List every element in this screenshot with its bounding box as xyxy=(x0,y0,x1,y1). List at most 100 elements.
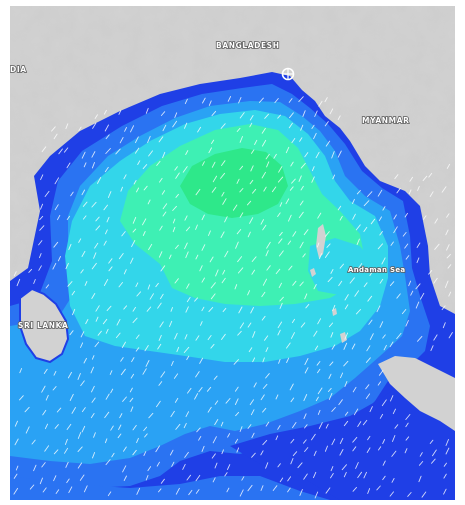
swell-arrow xyxy=(130,125,135,133)
swell-arrow xyxy=(211,187,217,193)
swell-arrow xyxy=(103,279,109,286)
swell-arrow xyxy=(38,240,43,246)
swell-arrow xyxy=(369,333,374,340)
swell-arrow xyxy=(271,186,277,193)
swell-arrow xyxy=(145,475,149,481)
swell-arrow xyxy=(221,191,225,197)
swell-arrow xyxy=(287,476,292,482)
swell-arrow xyxy=(210,282,216,289)
swell-arrow xyxy=(175,487,180,495)
swell-arrow xyxy=(147,199,151,205)
swell-arrow xyxy=(168,254,172,260)
swell-arrow xyxy=(221,449,224,455)
swell-arrow xyxy=(222,198,227,205)
swell-arrow xyxy=(42,409,47,416)
swell-arrow xyxy=(110,425,114,431)
swell-arrow xyxy=(109,370,113,375)
swell-arrow xyxy=(136,487,141,495)
swell-arrow xyxy=(237,330,242,336)
swell-map[interactable]: DIA BANGLADESH MYANMAR Andaman Sea SRI L… xyxy=(10,6,455,500)
swell-arrow xyxy=(169,320,173,327)
swell-arrow xyxy=(33,464,37,472)
swell-arrow xyxy=(264,335,269,341)
swell-arrow xyxy=(94,242,99,249)
swell-arrow xyxy=(174,332,178,340)
swell-arrow xyxy=(405,414,411,420)
swell-arrow xyxy=(130,257,134,264)
swell-arrow xyxy=(208,100,212,106)
swell-arrow xyxy=(274,98,279,104)
swell-arrow xyxy=(169,449,174,456)
swell-arrow xyxy=(362,419,368,426)
swell-arrow xyxy=(353,408,359,416)
swell-arrow xyxy=(249,115,254,121)
swell-arrow xyxy=(41,146,47,153)
swell-arrow xyxy=(159,225,163,231)
swell-arrow xyxy=(252,188,257,194)
swell-arrow xyxy=(78,126,82,131)
swell-arrow xyxy=(394,424,399,429)
swell-arrow xyxy=(445,439,449,446)
swell-arrow xyxy=(239,112,245,119)
swell-arrow xyxy=(40,203,44,210)
swell-arrow xyxy=(195,489,200,494)
swell-arrow xyxy=(155,282,159,288)
swell-arrow xyxy=(212,477,216,483)
swell-arrow xyxy=(275,435,279,441)
swell-arrow xyxy=(278,166,283,173)
swell-arrow xyxy=(19,368,23,374)
swell-arrow xyxy=(304,293,308,300)
swell-arrow xyxy=(344,294,349,301)
swell-arrow xyxy=(160,265,166,272)
swell-arrow xyxy=(382,475,386,481)
swell-arrow xyxy=(390,395,394,402)
swell-arrow xyxy=(136,437,139,444)
swell-arrow xyxy=(52,262,57,270)
swell-arrow xyxy=(170,410,175,418)
swell-arrow xyxy=(338,399,343,406)
swell-arrow xyxy=(105,459,111,466)
swell-arrow xyxy=(313,330,318,337)
swell-arrow xyxy=(261,315,266,321)
swell-arrow xyxy=(222,307,227,313)
swell-arrow xyxy=(343,420,349,427)
swell-arrow xyxy=(15,465,19,471)
swell-arrow xyxy=(16,278,21,287)
swell-arrow xyxy=(330,466,334,472)
swell-arrow xyxy=(332,174,336,180)
swell-arrow xyxy=(212,175,218,183)
swell-arrow xyxy=(317,318,322,325)
swell-arrow xyxy=(236,229,242,235)
swell-arrow xyxy=(408,189,412,195)
swell-arrow xyxy=(304,152,309,158)
swell-arrow xyxy=(106,305,112,312)
swell-arrow xyxy=(352,213,356,220)
swell-arrow xyxy=(91,151,96,158)
swell-arrow xyxy=(207,406,212,413)
swell-arrow xyxy=(103,240,107,246)
swell-arrow xyxy=(116,318,121,326)
swell-arrow xyxy=(379,231,383,236)
swell-arrow xyxy=(263,186,267,192)
swell-arrow xyxy=(39,225,45,231)
swell-arrow xyxy=(325,140,331,147)
crosshair-location-marker-icon[interactable] xyxy=(281,67,295,81)
swell-arrow xyxy=(363,282,368,288)
swell-arrow xyxy=(277,463,281,468)
swell-arrow xyxy=(314,345,319,351)
swell-arrow xyxy=(68,486,73,494)
swell-arrow xyxy=(254,139,258,145)
swell-arrow xyxy=(428,270,433,275)
swell-arrow xyxy=(198,436,202,441)
swell-arrow xyxy=(184,334,188,340)
swell-arrow xyxy=(289,383,294,391)
swell-arrow xyxy=(214,400,219,405)
swell-arrow xyxy=(249,122,253,128)
swell-arrow xyxy=(363,226,368,232)
swell-arrow xyxy=(238,306,243,314)
swell-arrow xyxy=(182,463,186,470)
swell-arrow xyxy=(131,240,136,248)
swell-arrow xyxy=(80,342,84,348)
swell-arrow xyxy=(381,399,387,407)
swell-map-canvas[interactable]: DIA BANGLADESH MYANMAR Andaman Sea SRI L… xyxy=(10,6,455,500)
